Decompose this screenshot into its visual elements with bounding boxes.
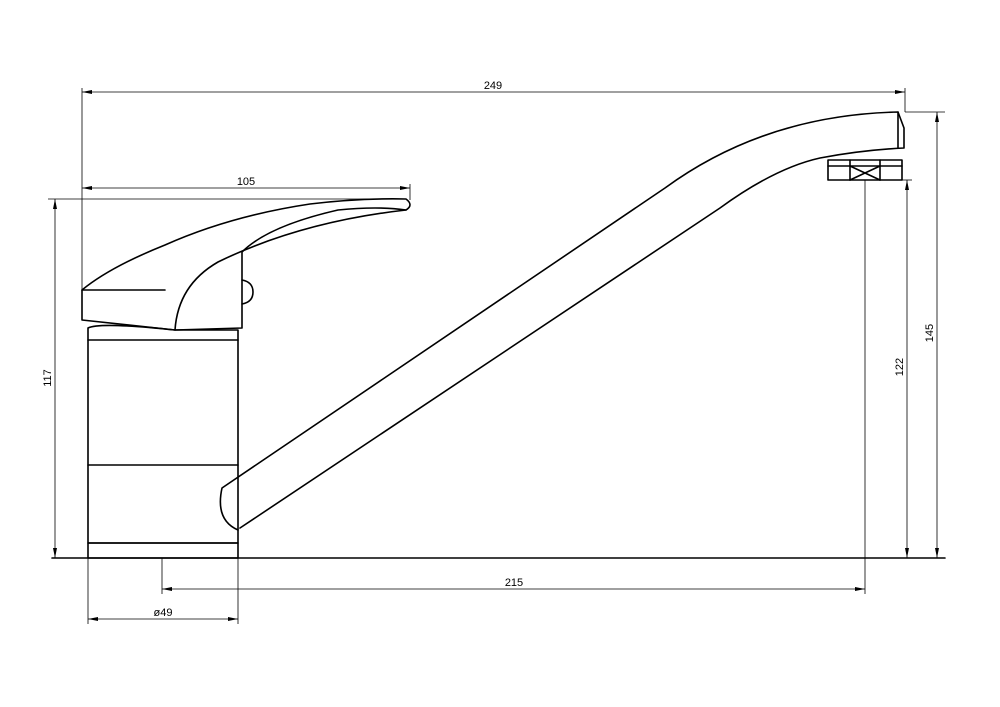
arrow — [82, 90, 92, 94]
collar — [87, 324, 239, 341]
lever-knob — [241, 279, 254, 305]
arrow — [162, 587, 172, 591]
label-base-diameter: ø49 — [154, 607, 173, 619]
body-cylinder — [87, 339, 239, 544]
lever-handle — [81, 198, 411, 331]
arrow — [228, 617, 238, 621]
label-overall-height: 145 — [924, 324, 936, 342]
faucet-outline — [51, 111, 946, 559]
lever-inner-curve — [174, 209, 407, 331]
dimension-labels: 249 105 117 122 145 215 ø49 — [42, 80, 936, 619]
arrow — [400, 186, 410, 190]
arrow — [82, 186, 92, 190]
label-lever-length: 105 — [237, 176, 255, 188]
arrow — [88, 617, 98, 621]
label-overall-length: 249 — [484, 80, 502, 92]
dimension-lines — [48, 88, 945, 624]
aerator — [827, 159, 903, 181]
arrow — [935, 112, 939, 122]
arrow — [895, 90, 905, 94]
base-plate — [87, 542, 239, 559]
label-spout-reach: 215 — [505, 577, 523, 589]
arrow — [935, 548, 939, 558]
arrow — [855, 587, 865, 591]
arrow — [905, 180, 909, 190]
spout — [219, 111, 905, 531]
aerator-cross-2 — [849, 165, 881, 181]
arrow — [53, 199, 57, 209]
label-body-height: 117 — [42, 369, 54, 387]
arrow — [53, 548, 57, 558]
arrow — [905, 548, 909, 558]
label-outlet-height: 122 — [894, 358, 906, 376]
